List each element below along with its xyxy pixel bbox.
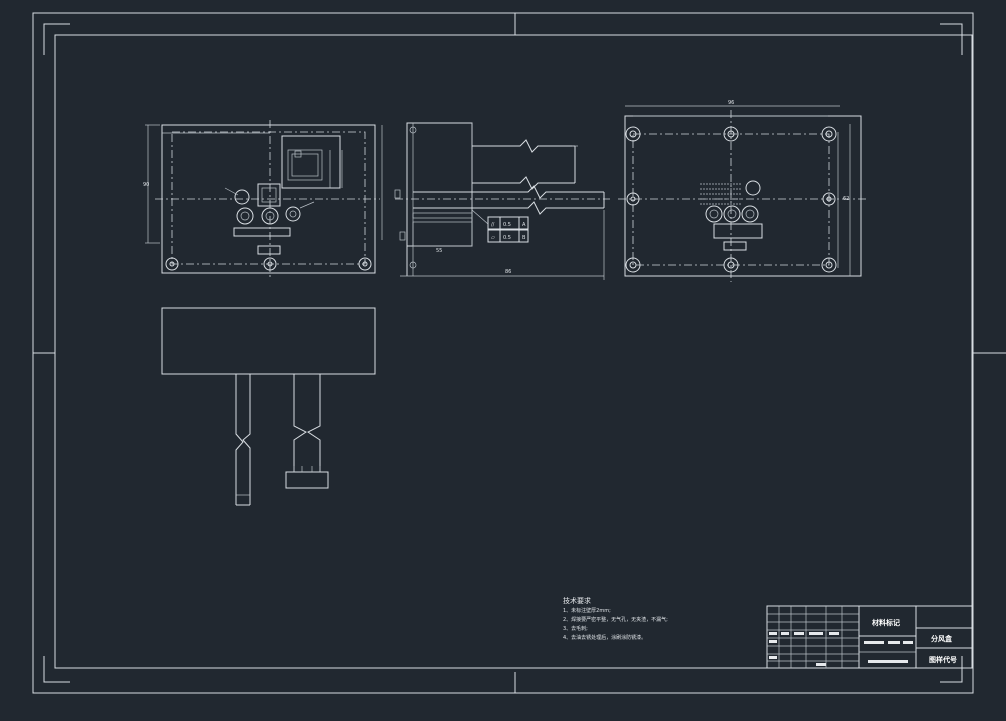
note-item-4: 4、去油去锈处理后，涂刷涂防锈漆。 (563, 634, 646, 641)
note-item-3: 3、去毛刺; (563, 625, 588, 632)
notes-heading: 技术要求 (563, 596, 591, 605)
vent-hole-grid (700, 183, 742, 205)
technical-requirements: 技术要求 1、未标注壁厚2mm; 2、焊接要严密平整，无气孔，无夹渣，不漏气; … (563, 596, 668, 641)
tolerance-value-2: 0.5 (503, 235, 511, 241)
svg-text:A: A (522, 222, 526, 228)
front-view-plate: 90 (143, 120, 383, 278)
svg-text:⏥: ⏥ (491, 235, 495, 241)
drawing-number-label: 图样代号 (929, 655, 957, 664)
svg-text:B: B (522, 235, 526, 241)
svg-text:55: 55 (436, 248, 442, 254)
material-mark-label: 材料标记 (871, 618, 900, 627)
title-block: 材料标记 分风盒 图样代号 (766, 605, 973, 669)
note-item-1: 1、未标注壁厚2mm; (563, 607, 611, 614)
svg-text://: // (491, 222, 495, 228)
flatness-tolerance-frame-1: // 0.5 A (487, 216, 529, 230)
svg-text:86: 86 (505, 269, 511, 275)
bottom-view-pipes (161, 307, 376, 506)
tolerance-value-1: 0.5 (503, 222, 511, 228)
svg-text:96: 96 (728, 100, 734, 106)
drawing-title: 分风盒 (931, 634, 953, 643)
svg-text:90: 90 (143, 182, 149, 188)
side-section-view: 86 55 // 0.5 A ⏥ 0.5 B (394, 122, 610, 280)
note-item-2: 2、焊接要严密平整，无气孔，无夹渣，不漏气; (563, 616, 668, 623)
rear-view-plate: 96 62 (618, 100, 866, 282)
svg-text:62: 62 (843, 196, 849, 202)
drawing-border (32, 12, 1006, 694)
flatness-tolerance-frame-2: ⏥ 0.5 B (487, 229, 529, 243)
